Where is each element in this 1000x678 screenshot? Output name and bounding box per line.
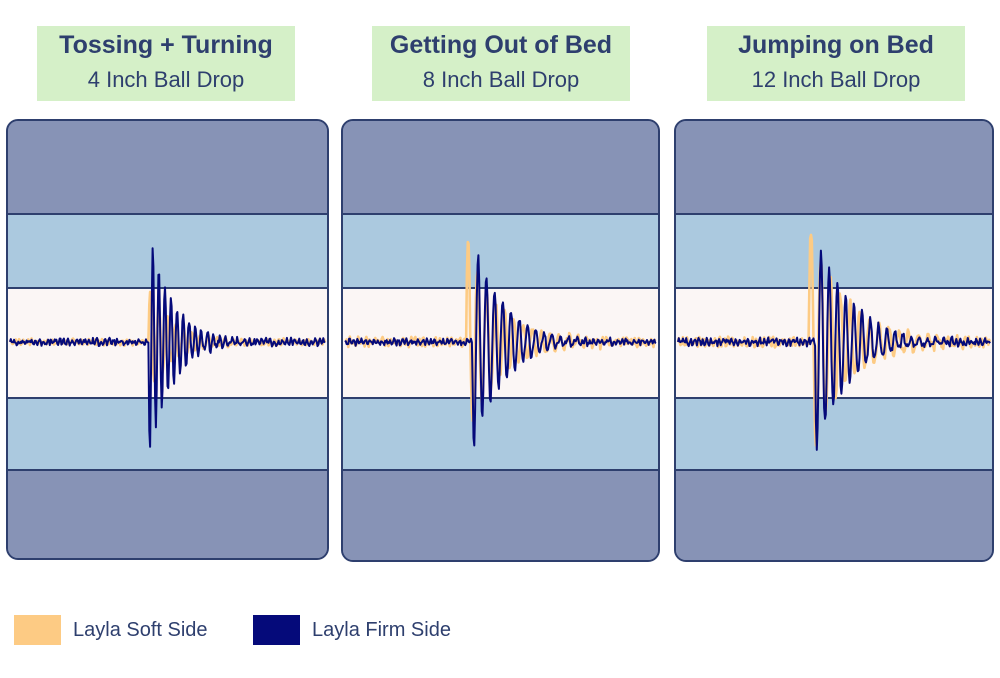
legend-swatch-soft bbox=[14, 615, 61, 645]
outer-band-bottom bbox=[676, 471, 992, 560]
mid-band-top bbox=[676, 213, 992, 287]
panel-title-getting-out: Getting Out of Bed 8 Inch Ball Drop bbox=[372, 26, 630, 101]
panel-title-main: Getting Out of Bed bbox=[389, 31, 613, 59]
firm-side-line bbox=[677, 249, 991, 451]
legend-swatch-firm bbox=[253, 615, 300, 645]
panel-subtitle: 8 Inch Ball Drop bbox=[422, 67, 580, 92]
panel-title-main: Jumping on Bed bbox=[738, 31, 934, 59]
outer-band-top bbox=[8, 121, 327, 213]
vibration-plot bbox=[344, 240, 657, 447]
outer-band-top bbox=[676, 121, 992, 213]
chart-panel-getting-out bbox=[341, 119, 660, 562]
vibration-plot bbox=[676, 233, 992, 451]
vibration-plot bbox=[8, 247, 327, 448]
mid-band-bottom bbox=[343, 397, 658, 471]
outer-band-top bbox=[343, 121, 658, 213]
chart-panel-jumping bbox=[674, 119, 994, 562]
firm-side-line bbox=[9, 247, 326, 448]
panel-title-tossing: Tossing + Turning 4 Inch Ball Drop bbox=[37, 26, 295, 101]
legend-label-firm: Layla Firm Side bbox=[312, 618, 451, 641]
firm-side-line bbox=[344, 254, 657, 447]
outer-band-bottom bbox=[343, 471, 658, 560]
legend-label-soft: Layla Soft Side bbox=[73, 618, 208, 641]
mid-band-top bbox=[343, 213, 658, 287]
panel-subtitle: 12 Inch Ball Drop bbox=[751, 67, 921, 92]
mid-band-bottom bbox=[8, 397, 327, 471]
panel-title-jumping: Jumping on Bed 12 Inch Ball Drop bbox=[707, 26, 965, 101]
chart-panel-tossing bbox=[6, 119, 329, 560]
legend-item-soft: Layla Soft Side bbox=[14, 615, 208, 645]
panel-title-main: Tossing + Turning bbox=[59, 31, 273, 59]
panel-subtitle: 4 Inch Ball Drop bbox=[87, 67, 245, 92]
outer-band-bottom bbox=[8, 471, 327, 558]
legend-item-firm: Layla Firm Side bbox=[253, 615, 451, 645]
mid-band-top bbox=[8, 213, 327, 287]
